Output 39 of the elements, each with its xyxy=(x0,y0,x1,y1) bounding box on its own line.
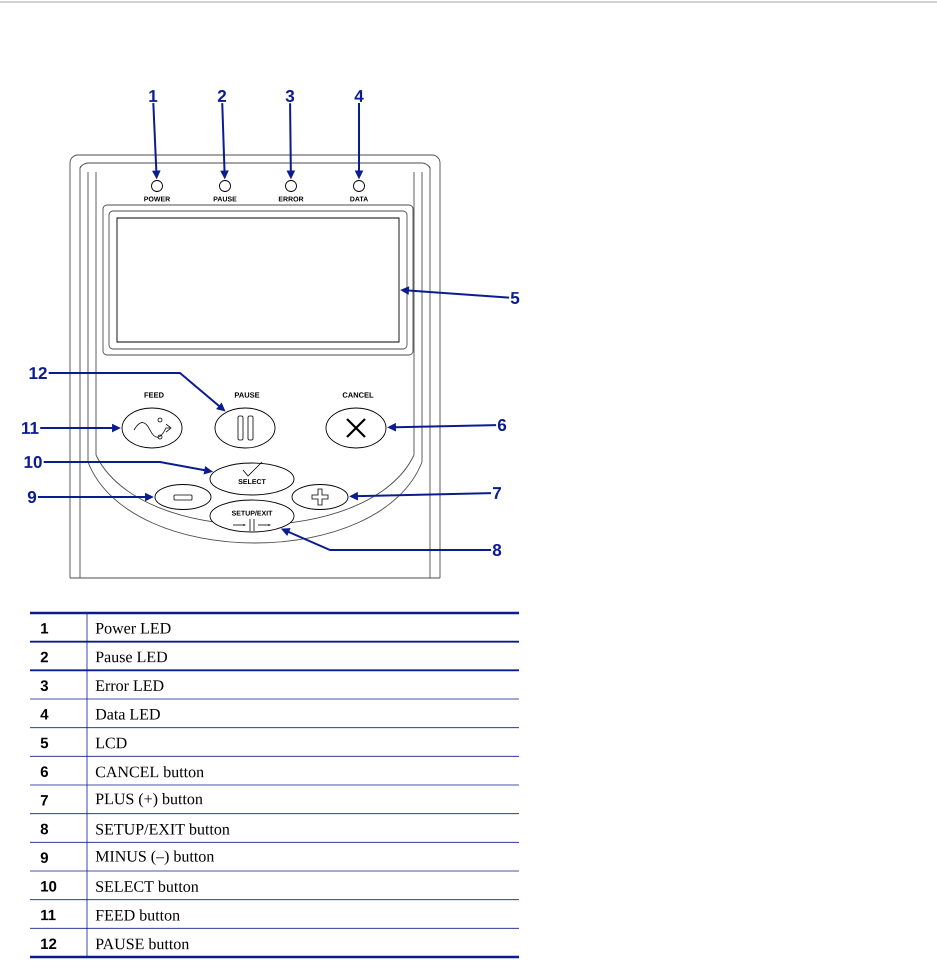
table-number: 6 xyxy=(40,766,48,777)
callout-number: 6 xyxy=(498,418,506,432)
table-number: 1 xyxy=(41,623,48,634)
table-text: FEED button xyxy=(96,909,180,921)
table-number: 8 xyxy=(40,824,48,834)
table-number: 7 xyxy=(40,795,48,806)
lcd-screen xyxy=(116,218,400,342)
table-text: MINUS (–) button xyxy=(96,850,214,865)
table-number: 12 xyxy=(41,938,56,949)
table-text: Error LED xyxy=(96,680,164,692)
table-number: 2 xyxy=(40,652,48,662)
table-number: 5 xyxy=(40,738,48,748)
button xyxy=(292,484,348,510)
callout-number: 1 xyxy=(149,90,158,102)
table-text: SELECT button xyxy=(96,880,199,892)
callout-number: 10 xyxy=(24,456,42,468)
callout-number: 4 xyxy=(354,90,364,102)
table-text: Pause LED xyxy=(96,652,167,662)
callout-number: 11 xyxy=(22,422,39,434)
table-number: 3 xyxy=(40,680,48,692)
table-text: CANCEL button xyxy=(96,766,204,778)
callout-number: 9 xyxy=(28,490,36,504)
callout-number: 8 xyxy=(492,544,502,556)
callout-number: 12 xyxy=(30,367,47,379)
table-text: Data LED xyxy=(96,709,160,720)
callout-number: 7 xyxy=(493,487,501,499)
table-number: 9 xyxy=(40,852,48,864)
table-number: 4 xyxy=(40,709,48,720)
callout-number: 2 xyxy=(218,90,226,102)
table-text: SETUP/EXIT button xyxy=(96,823,230,835)
callout-number: 5 xyxy=(510,292,520,304)
button xyxy=(154,484,212,510)
table-number: 11 xyxy=(41,910,56,920)
table-text: PLUS (+) button xyxy=(96,793,203,808)
table-text: Power LED xyxy=(96,623,171,634)
table-text: PAUSE button xyxy=(96,938,190,950)
table-number: 10 xyxy=(41,881,56,892)
callout-number: 3 xyxy=(286,90,294,102)
table-text: LCD xyxy=(96,738,127,748)
